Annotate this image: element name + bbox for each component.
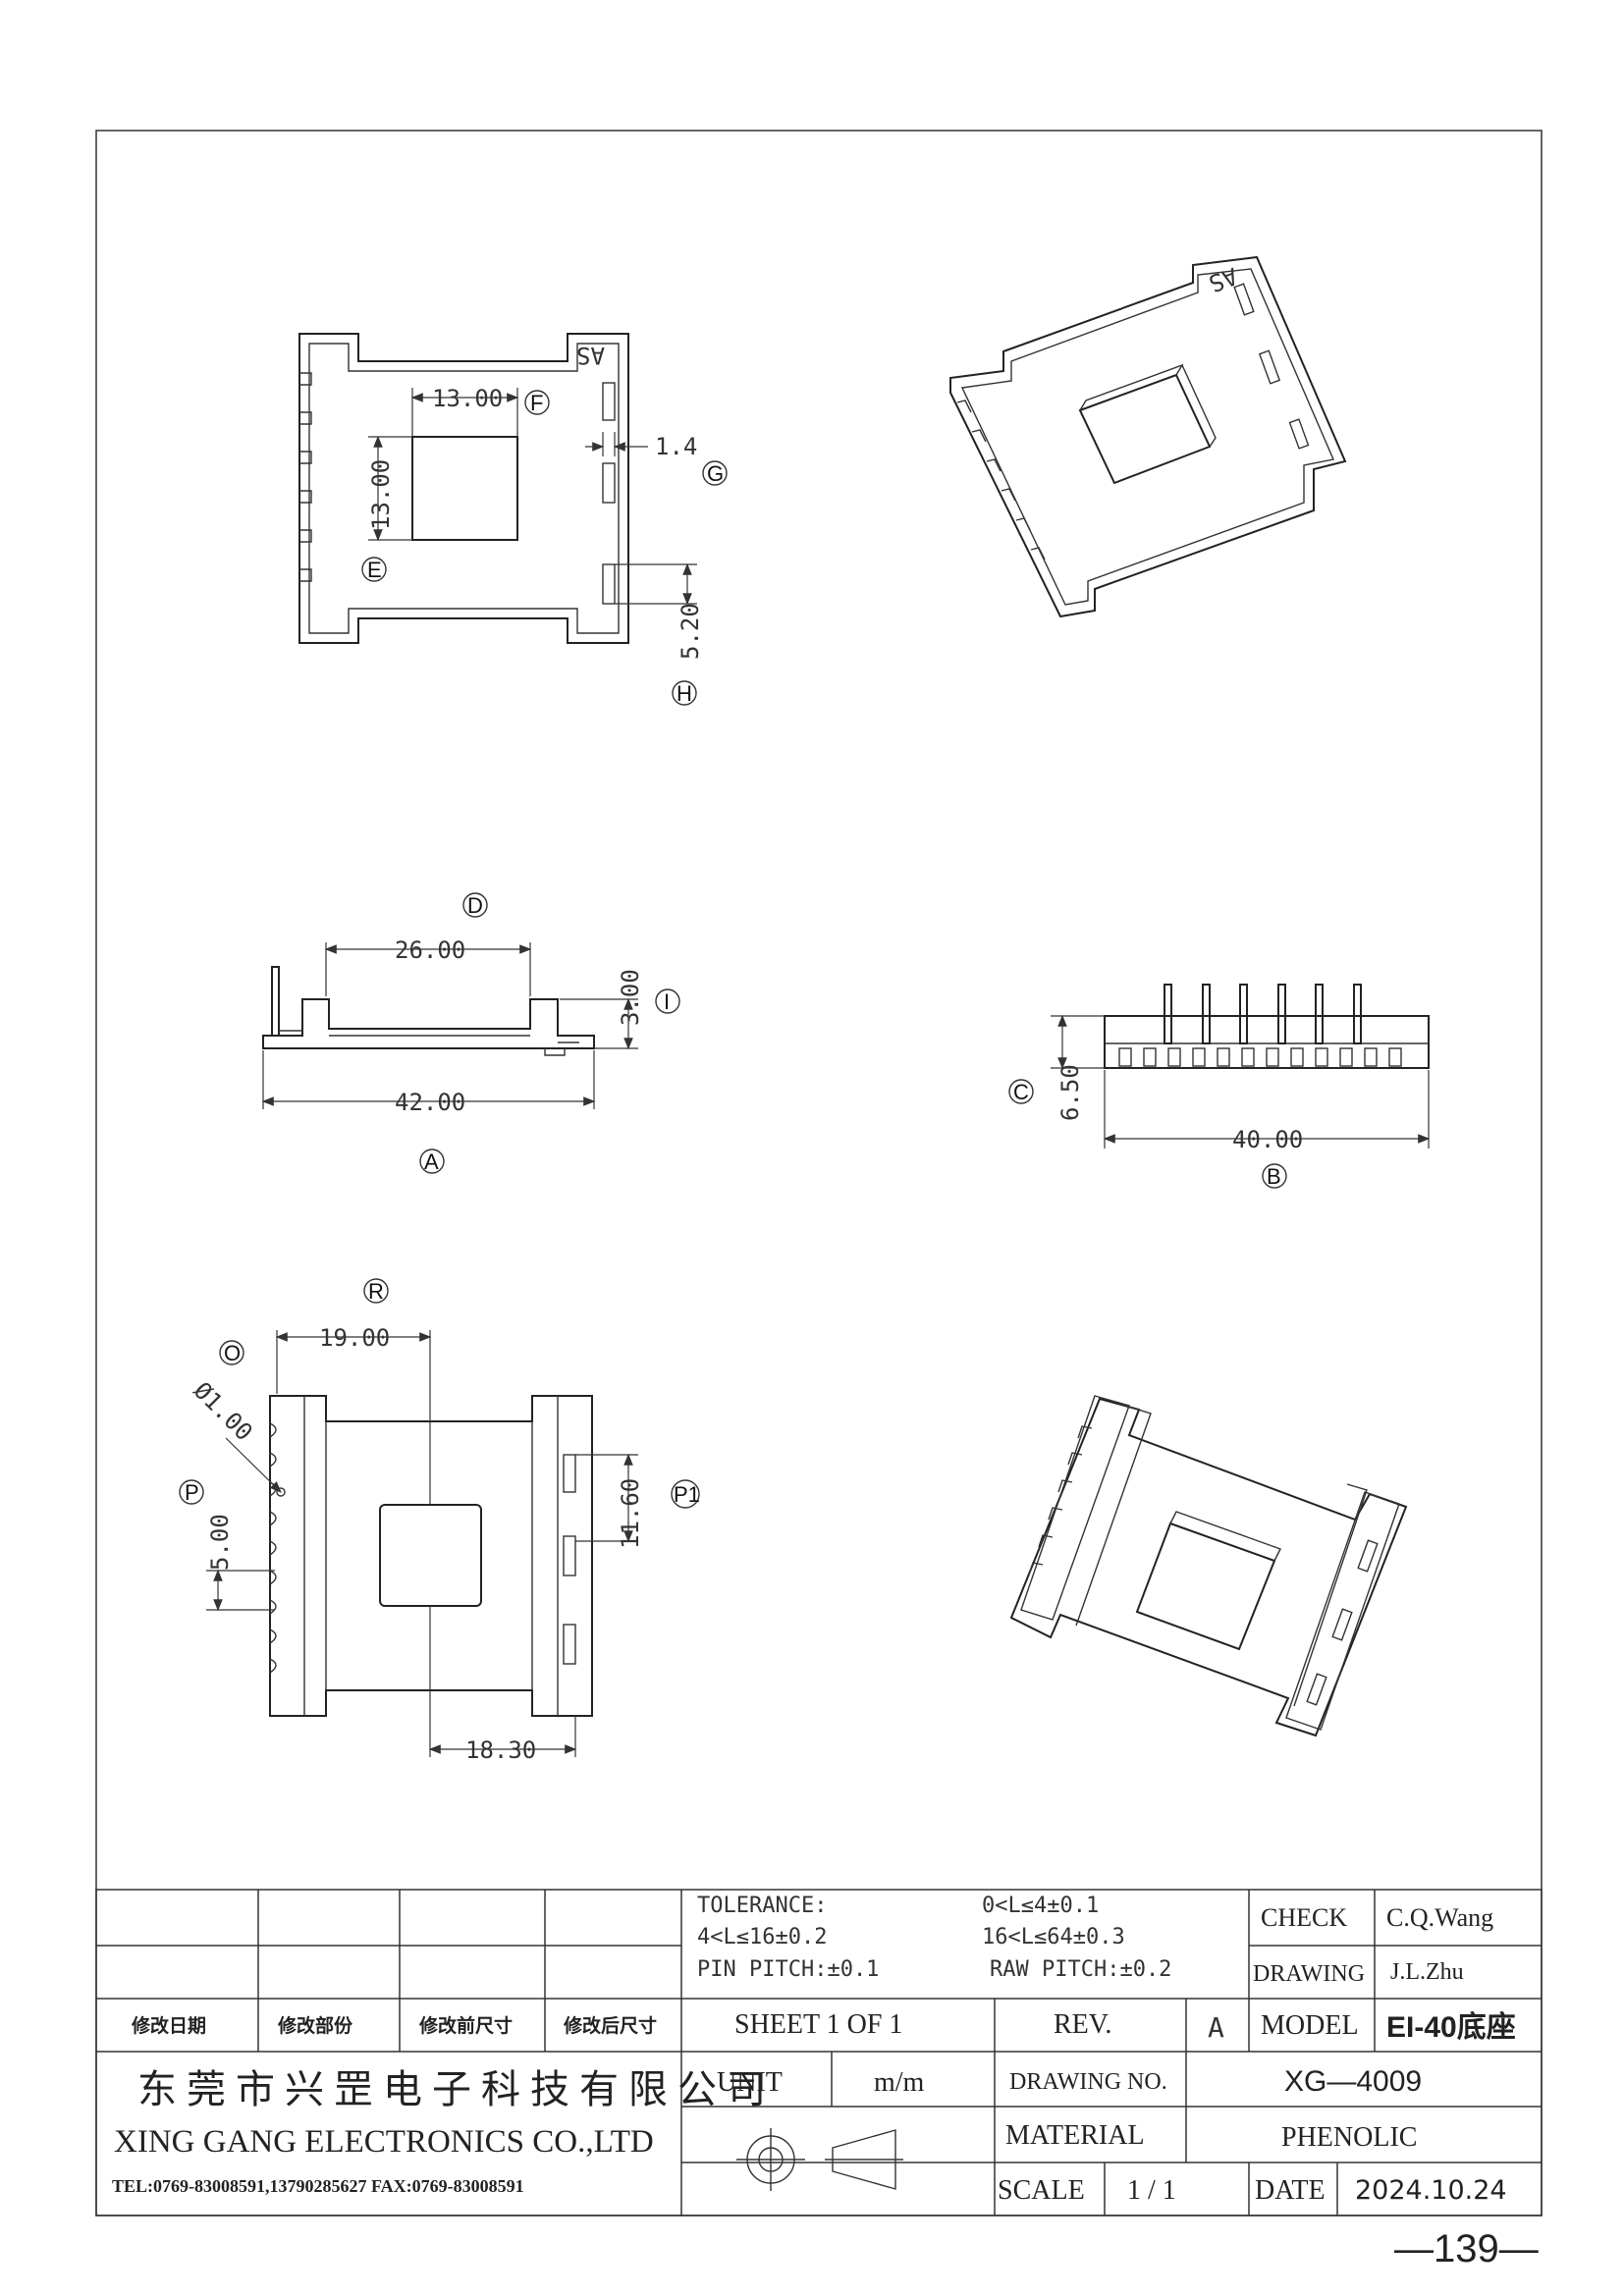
- drawing-value: J.L.Zhu: [1390, 1959, 1464, 1985]
- dim-front-length: 42.00: [395, 1089, 465, 1116]
- label-d: D: [467, 893, 483, 918]
- dim-pin-diameter: Ø1.00: [189, 1376, 258, 1446]
- model-label: MODEL: [1261, 2010, 1359, 2041]
- dim-pin-pitch: 5.00: [206, 1514, 234, 1571]
- label-f: F: [530, 391, 543, 415]
- tolerance-title: TOLERANCE:: [697, 1894, 827, 1918]
- raw-pitch: RAW PITCH:±0.2: [990, 1957, 1171, 1982]
- date-label: DATE: [1255, 2175, 1326, 2206]
- drawing-no-label: DRAWING NO.: [1009, 2069, 1167, 2095]
- dim-bottom-offset: 19.00: [319, 1324, 390, 1352]
- rev-value: A: [1208, 2011, 1224, 2044]
- dim-top-width: 13.00: [432, 385, 503, 412]
- label-r: R: [368, 1279, 384, 1304]
- unit-label: UNIT: [717, 2067, 783, 2098]
- dim-bottom-offset-2: 18.30: [465, 1736, 536, 1764]
- iso-bottom-view: [1009, 1395, 1408, 1737]
- top-view-marking: AS: [576, 342, 605, 369]
- rev-after-header: 修改后尺寸: [563, 2014, 657, 2037]
- model-value: EI-40底座: [1386, 2010, 1516, 2044]
- scale-label: SCALE: [998, 2175, 1085, 2206]
- tolerance-2: 4<L≤16±0.2: [697, 1925, 827, 1949]
- tolerance-3: 16<L≤64±0.3: [982, 1925, 1125, 1949]
- top-view: AS 13.00 13.00 1.4 5.20 F E G H: [298, 333, 728, 706]
- side-view: 6.50 40.00 C B: [1008, 984, 1431, 1189]
- page-number: —139—: [1394, 2227, 1539, 2270]
- date-value: 2024.10.24: [1355, 2175, 1507, 2206]
- dim-front-height: 3.00: [617, 969, 644, 1026]
- label-p: P: [185, 1480, 199, 1505]
- label-p1: P1: [674, 1482, 700, 1507]
- label-h: H: [677, 681, 692, 706]
- label-o: O: [224, 1341, 241, 1365]
- projection-symbol-icon: [736, 2128, 903, 2191]
- check-label: CHECK: [1261, 1903, 1347, 1932]
- rev-label: REV.: [1054, 2009, 1111, 2040]
- dim-side-length: 40.00: [1232, 1126, 1303, 1153]
- unit-value: m/m: [874, 2067, 925, 2098]
- label-i: I: [664, 989, 670, 1014]
- dim-side-height: 6.50: [1056, 1064, 1084, 1121]
- front-view: 26.00 3.00 42.00 D I A: [261, 892, 680, 1174]
- title-block: TOLERANCE: 0<L≤4±0.1 4<L≤16±0.2 16<L≤64±…: [95, 1889, 1543, 2216]
- label-g: G: [707, 461, 724, 486]
- drawing-label: DRAWING: [1253, 1961, 1365, 1987]
- check-value: C.Q.Wang: [1386, 1903, 1493, 1932]
- dim-slot-width: 1.4: [655, 433, 697, 460]
- drawing-no-value: XG—4009: [1284, 2065, 1422, 2098]
- rev-before-header: 修改前尺寸: [418, 2014, 513, 2037]
- dim-slot-length: 5.20: [677, 603, 704, 660]
- rev-date-header: 修改日期: [131, 2014, 206, 2037]
- scale-value: 1 / 1: [1127, 2175, 1176, 2206]
- dim-top-height: 13.00: [367, 459, 395, 530]
- label-c: C: [1013, 1080, 1029, 1104]
- tolerance-1: 0<L≤4±0.1: [982, 1894, 1099, 1918]
- dim-slot-pitch: 11.60: [617, 1478, 644, 1549]
- company-name-cn: 东 莞 市 兴 罡 电 子 科 技 有 限 公 司: [137, 2067, 766, 2111]
- pin-pitch: PIN PITCH:±0.1: [697, 1957, 879, 1982]
- dim-front-window: 26.00: [395, 936, 465, 964]
- sheet-info: SHEET 1 OF 1: [734, 2009, 902, 2040]
- label-e: E: [367, 558, 382, 582]
- bottom-view: 19.00 Ø1.00 11.60 5.00 18.30 R O P P1: [179, 1278, 700, 1764]
- company-contact: TEL:0769-83008591,13790285627 FAX:0769-8…: [112, 2176, 524, 2196]
- rev-part-header: 修改部份: [277, 2014, 353, 2037]
- company-name-en: XING GANG ELECTRONICS CO.,LTD: [114, 2124, 654, 2160]
- label-a: A: [424, 1149, 439, 1174]
- iso-top-view: AS: [949, 255, 1347, 618]
- label-b: B: [1267, 1164, 1281, 1189]
- material-label: MATERIAL: [1005, 2120, 1145, 2151]
- material-value: PHENOLIC: [1281, 2122, 1417, 2153]
